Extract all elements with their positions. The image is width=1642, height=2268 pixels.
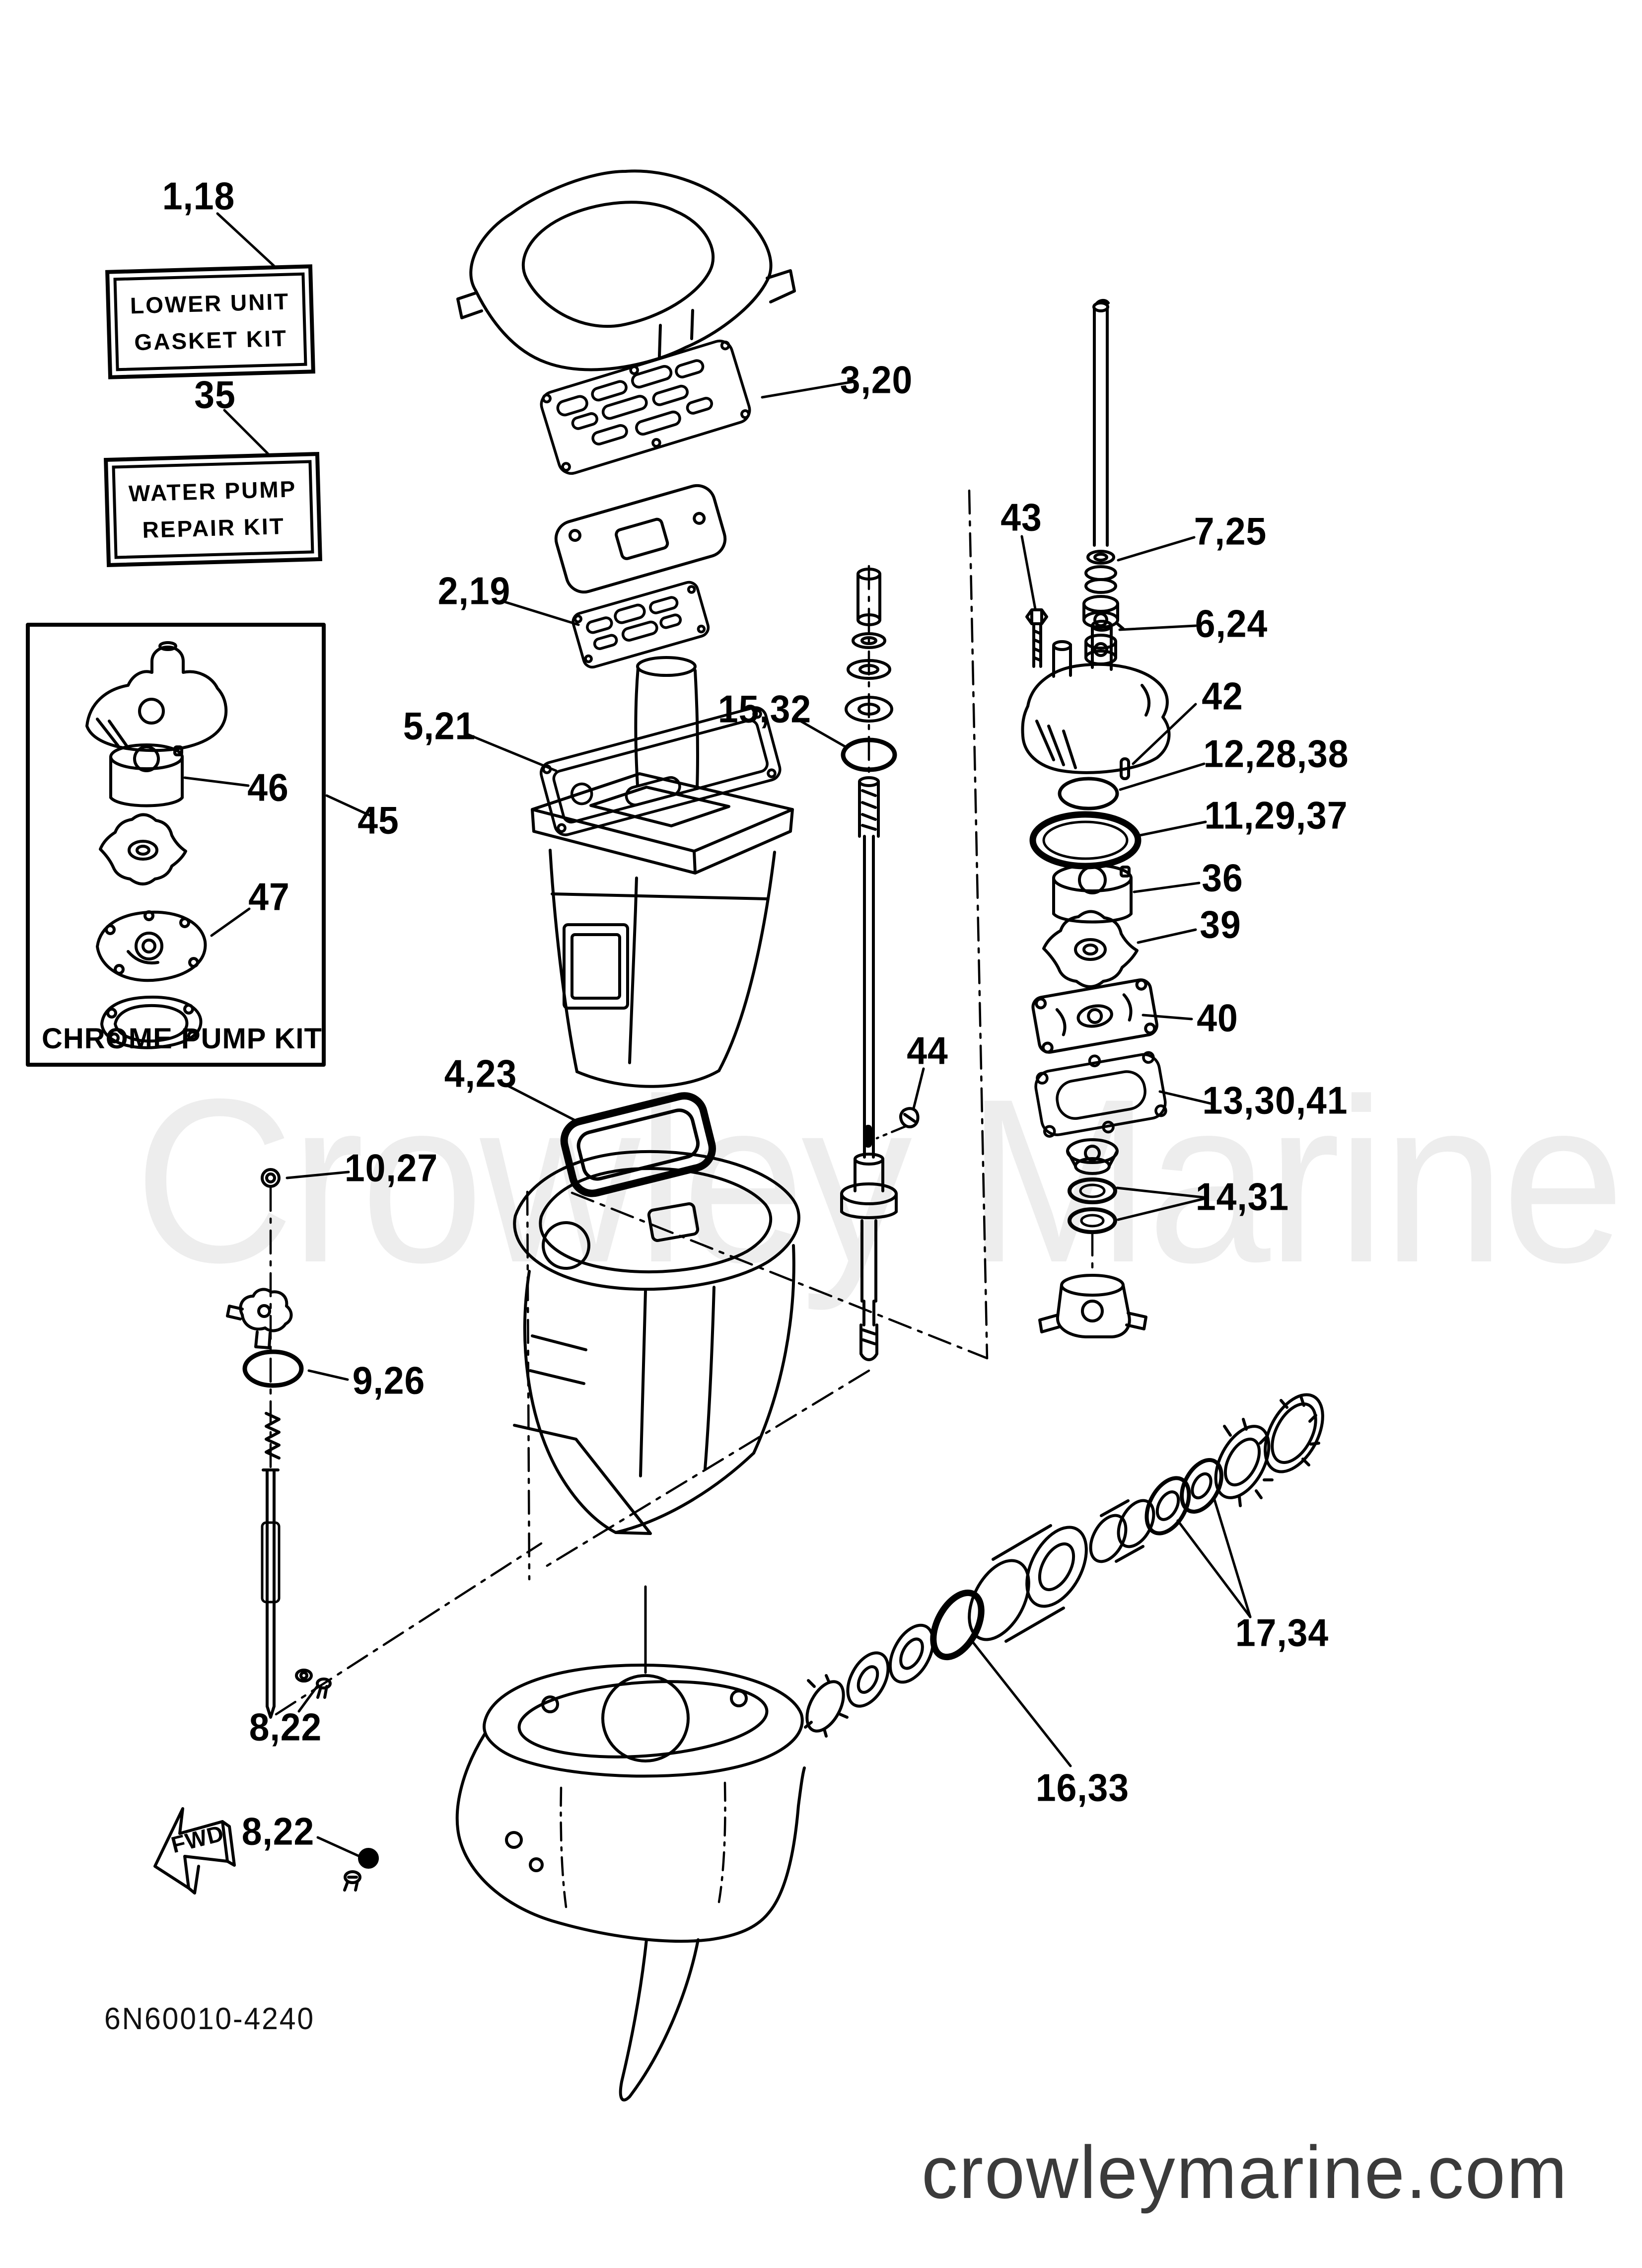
prop-seal-b xyxy=(1180,1458,1223,1514)
drive-shaft-housing xyxy=(531,772,794,1088)
callout-46: 46 xyxy=(247,765,289,809)
drawing-number: 6N60010-4240 xyxy=(104,2002,315,2036)
thrust-washer xyxy=(805,1680,845,1733)
shift-rod-tip xyxy=(266,1705,276,1719)
gearcase xyxy=(455,1585,806,2102)
water-pump-assembly xyxy=(1021,299,1171,1338)
callout-11-29-37: 11,29,37 xyxy=(1204,793,1348,837)
kit-box-line: LOWER UNIT xyxy=(130,288,290,319)
callout-12-28-38: 12,28,38 xyxy=(1203,732,1349,776)
o-ring-9-26 xyxy=(242,1349,304,1388)
pump-cup-46 xyxy=(109,743,184,770)
kit-box-line: REPAIR KIT xyxy=(142,512,286,543)
pump-plate-47 xyxy=(96,910,207,982)
chrome-pump-kit-box xyxy=(26,623,326,1067)
callout-42: 42 xyxy=(1202,674,1243,718)
o-ring-15-32 xyxy=(841,737,897,772)
woodruff-key-44 xyxy=(899,1107,920,1128)
callout-4-23: 4,23 xyxy=(444,1051,517,1096)
bearing-carrier xyxy=(968,1559,1030,1641)
exhaust-plate xyxy=(554,484,727,594)
shift-cam xyxy=(239,1288,293,1332)
kit-box-line: GASKET KIT xyxy=(134,325,288,356)
kit-impeller xyxy=(99,813,187,885)
callout-16-33: 16,33 xyxy=(1035,1765,1130,1810)
callout-9-26: 9,26 xyxy=(352,1358,426,1402)
callout-1-18: 1,18 xyxy=(162,174,235,218)
water-pump-repair-kit-box: WATER PUMP REPAIR KIT xyxy=(104,451,323,568)
callout-8-22-upper: 8,22 xyxy=(249,1705,322,1749)
callout-47: 47 xyxy=(248,875,290,919)
callout-10-27: 10,27 xyxy=(344,1146,438,1190)
nut-10-27 xyxy=(261,1168,281,1188)
callout-14-31: 14,31 xyxy=(1195,1174,1289,1219)
o-ring-12-28-38 xyxy=(1058,777,1119,810)
splined-washer xyxy=(1214,1425,1271,1499)
muffler-housing xyxy=(513,1150,800,1535)
bolt-43 xyxy=(1025,608,1048,625)
lower-unit-gasket-kit-box: LOWER UNIT GASKET KIT xyxy=(105,264,316,379)
drive-shaft xyxy=(840,568,920,1361)
screws-8-22 xyxy=(295,1669,379,1892)
callout-45: 45 xyxy=(357,798,399,842)
shift-rod-assembly xyxy=(226,1168,304,1719)
upper-casing-cover xyxy=(456,169,796,371)
footer-site-text: crowleymarine.com xyxy=(922,2130,1569,2214)
callout-5-21: 5,21 xyxy=(403,704,476,748)
callout-43: 43 xyxy=(1000,495,1042,539)
exhaust-pipe xyxy=(634,656,699,790)
gasket-4-23 xyxy=(560,1092,716,1197)
oil-seal-14-31-b xyxy=(1068,1207,1117,1234)
pump-base xyxy=(1060,1274,1125,1297)
gasket-13-30-41 xyxy=(1034,1051,1167,1138)
spring xyxy=(265,1412,281,1460)
callout-39: 39 xyxy=(1200,902,1241,947)
callout-3-20: 3,20 xyxy=(840,358,913,402)
oil-seal-14-31-a xyxy=(1068,1177,1117,1204)
callout-36: 36 xyxy=(1202,856,1243,900)
kit-box-line: WATER PUMP xyxy=(128,476,297,507)
callout-15-32: 15,32 xyxy=(717,687,812,731)
leader-lines xyxy=(183,212,1252,1858)
callout-2-19: 2,19 xyxy=(437,569,511,613)
callout-40: 40 xyxy=(1197,996,1238,1040)
callout-17-34: 17,34 xyxy=(1235,1610,1329,1655)
impeller-39 xyxy=(1042,910,1139,988)
outer-plate-40 xyxy=(1031,978,1158,1054)
chrome-pump-kit-title: CHROME PUMP KIT xyxy=(42,1023,322,1055)
pin-42 xyxy=(1120,757,1130,780)
callout-44: 44 xyxy=(907,1028,948,1073)
prop-shaft-parts xyxy=(804,1393,1324,1738)
kit-gasket xyxy=(100,995,203,1049)
callout-8-22-lower: 8,22 xyxy=(241,1809,315,1853)
fwd-arrow xyxy=(153,1807,236,1895)
callout-13-30-41: 13,30,41 xyxy=(1202,1078,1348,1122)
callout-7-25: 7,25 xyxy=(1194,509,1267,553)
prop-seal-a xyxy=(1144,1476,1191,1536)
callout-35: 35 xyxy=(194,372,236,417)
callout-6-24: 6,24 xyxy=(1195,601,1268,646)
gasket-3-20 xyxy=(540,339,751,475)
watermark-text: Crowley Marine xyxy=(134,1050,1625,1311)
gasket-2-19 xyxy=(571,581,710,669)
